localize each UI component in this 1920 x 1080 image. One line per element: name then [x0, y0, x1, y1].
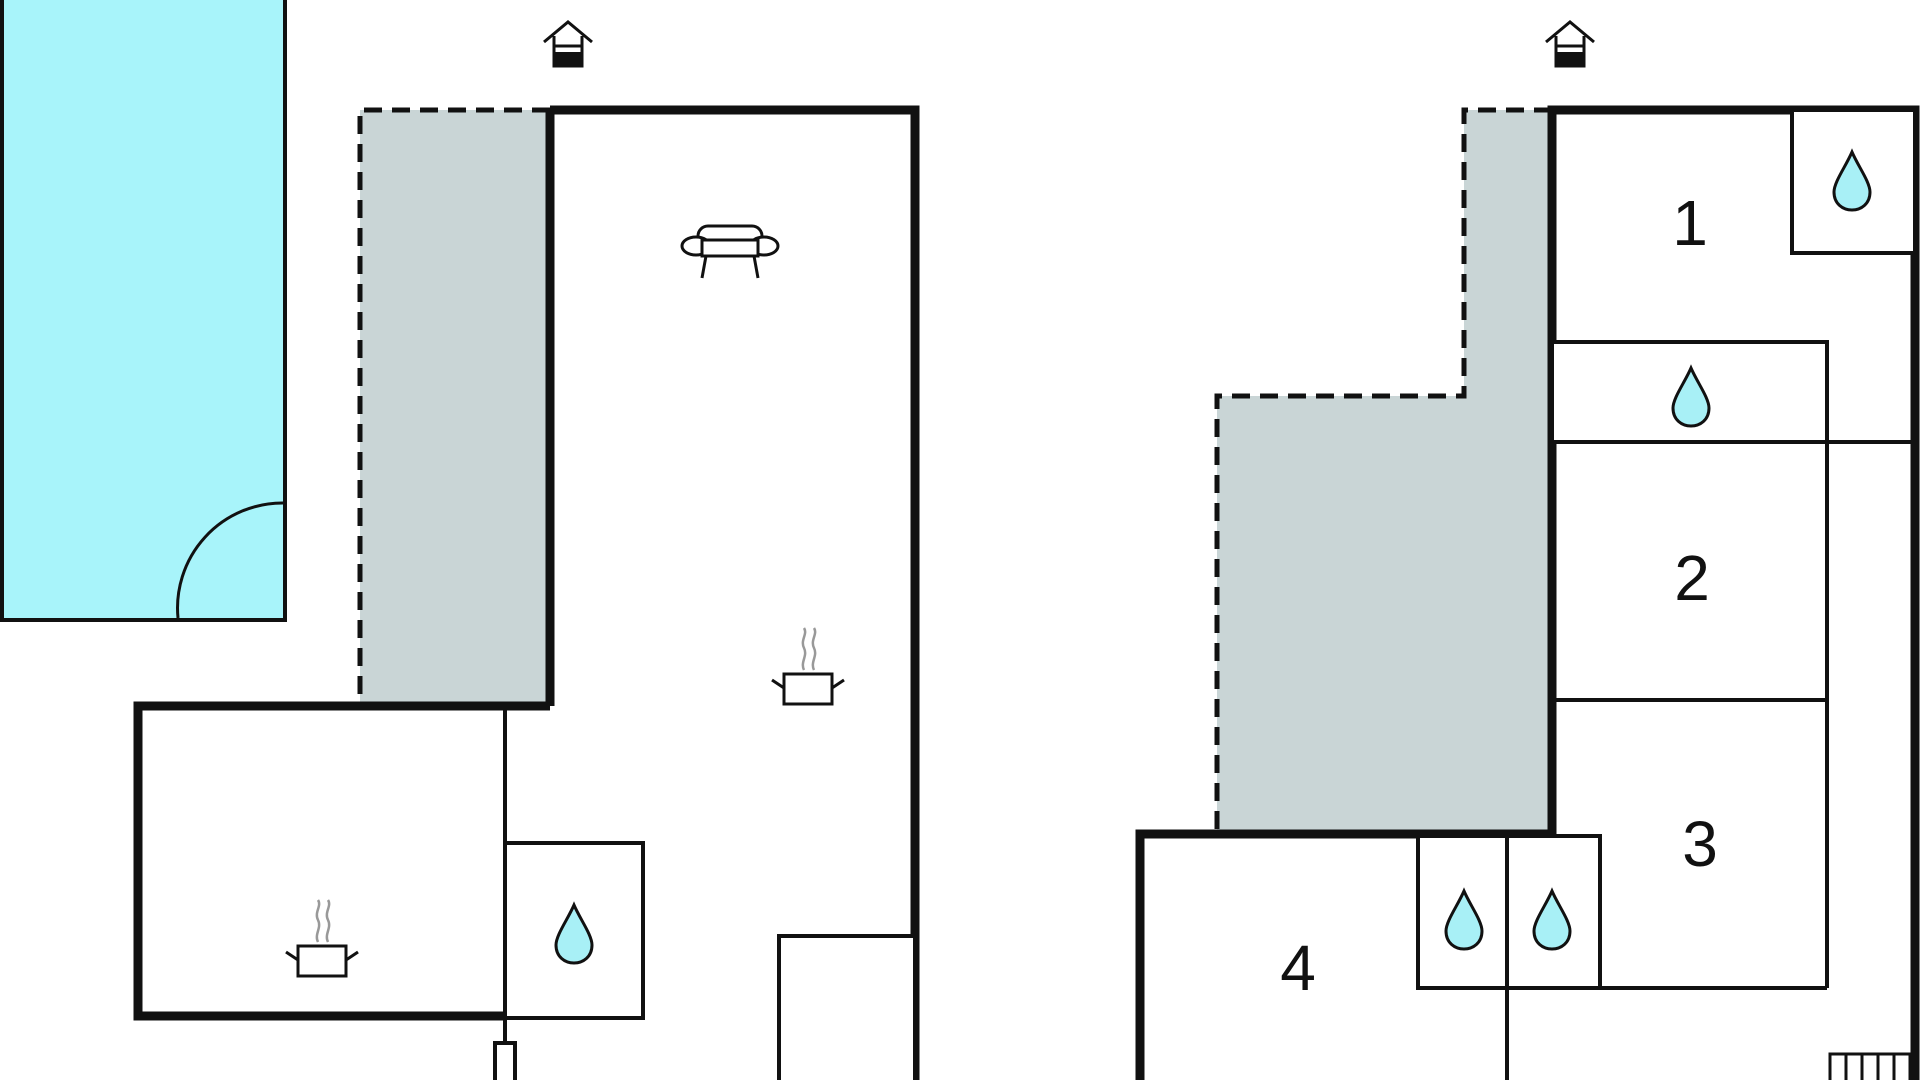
cooking-pot-icon [284, 898, 360, 978]
pool [0, 0, 287, 622]
stairs-icon [1828, 1052, 1912, 1080]
entrance-house-icon [542, 20, 594, 68]
room-label-4: 4 [1280, 932, 1316, 1004]
room-label-2: 2 [1674, 542, 1710, 614]
room-label-1: 1 [1672, 187, 1708, 259]
left-building [133, 105, 920, 1080]
entrance-house-icon [1544, 20, 1596, 68]
cooking-pot-icon [770, 626, 846, 706]
right-building [1135, 105, 1920, 1080]
room-label-3: 3 [1682, 808, 1718, 880]
sofa-icon [680, 224, 780, 279]
